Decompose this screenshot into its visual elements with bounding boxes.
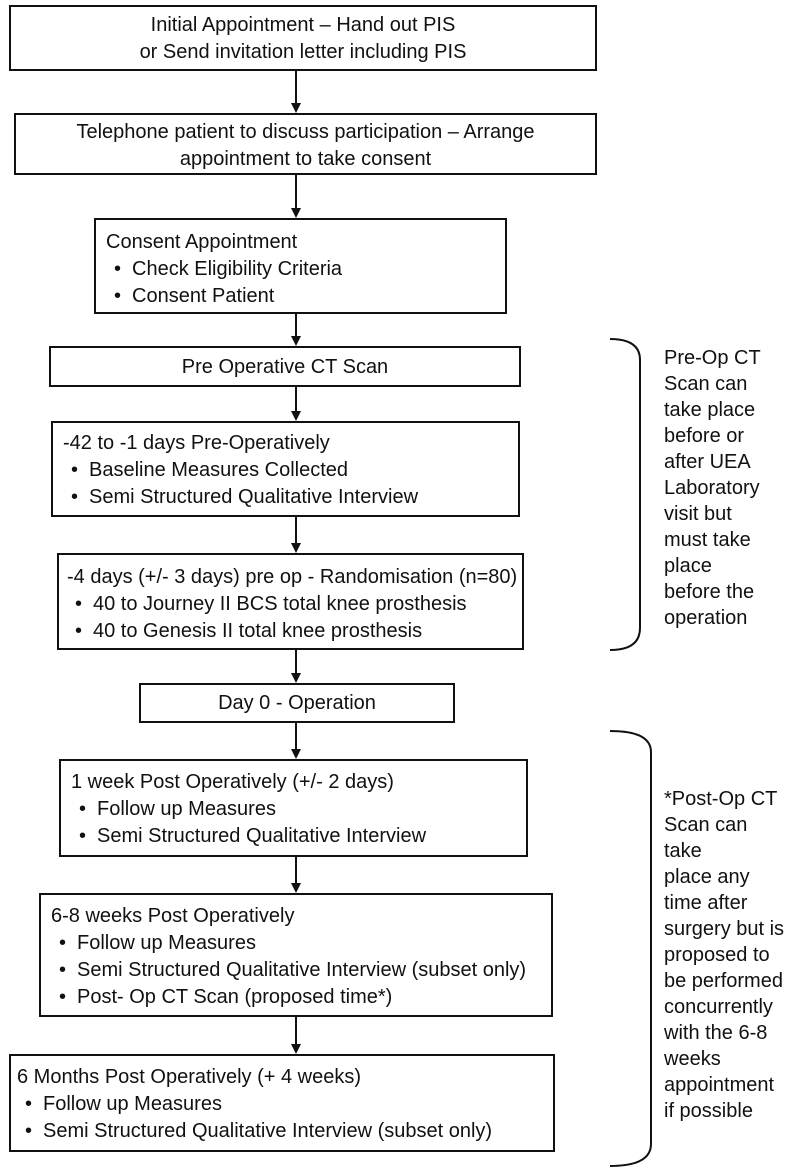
step-title: Pre Operative CT Scan <box>181 356 389 378</box>
step-title: Consent Appointment <box>106 231 298 253</box>
note-postop-ct: *Post-Op CT Scan can take place any time… <box>664 786 788 1124</box>
note-line: Scan can <box>664 373 748 395</box>
step-telephone-patient: Telephone patient to discuss participati… <box>14 113 597 175</box>
note-line: visit but <box>664 503 732 525</box>
note-line: time after <box>664 892 748 914</box>
note-line: before the <box>664 581 755 603</box>
note-line: Laboratory <box>664 477 760 499</box>
bullet-item: Follow up Measures <box>71 796 526 823</box>
step-title: -42 to -1 days Pre-Operatively <box>63 432 330 454</box>
note-line: appointment <box>664 1074 775 1096</box>
note-preop-ct: Pre-Op CT Scan can take place before or … <box>664 345 784 631</box>
step-title: 1 week Post Operatively (+/- 2 days) <box>71 771 394 793</box>
step-title: Day 0 - Operation <box>218 692 376 714</box>
step-one-week-post-op: 1 week Post Operatively (+/- 2 days) Fol… <box>59 759 528 857</box>
note-line: weeks <box>664 1048 721 1070</box>
note-line: *Post-Op CT <box>664 788 778 810</box>
note-line: concurrently <box>664 996 773 1018</box>
step-consent-appointment: Consent Appointment Check Eligibility Cr… <box>94 218 507 314</box>
bullet-item: Semi Structured Qualitative Interview (s… <box>17 1118 553 1145</box>
step-title: 6-8 weeks Post Operatively <box>51 905 295 927</box>
step-line: Initial Appointment – Hand out PIS <box>150 14 456 36</box>
bullet-item: 40 to Journey II BCS total knee prosthes… <box>67 591 522 618</box>
note-line: operation <box>664 607 748 629</box>
step-initial-appointment: Initial Appointment – Hand out PIS or Se… <box>9 5 597 71</box>
step-six-eight-weeks-post-op: 6-8 weeks Post Operatively Follow up Mea… <box>39 893 553 1017</box>
bullet-item: 40 to Genesis II total knee prosthesis <box>67 618 522 645</box>
bullet-item: Semi Structured Qualitative Interview <box>63 484 518 511</box>
note-line: after UEA <box>664 451 751 473</box>
note-line: place <box>664 555 712 577</box>
bracket-preop <box>609 338 641 651</box>
note-line: with the 6-8 <box>664 1022 768 1044</box>
bullet-item: Semi Structured Qualitative Interview <box>71 823 526 850</box>
step-line: Telephone patient to discuss participati… <box>76 121 535 143</box>
step-pre-operative-ct-scan: Pre Operative CT Scan <box>49 346 521 387</box>
bullet-item: Consent Patient <box>106 283 505 310</box>
bracket-postop <box>609 730 652 1167</box>
step-randomisation: -4 days (+/- 3 days) pre op - Randomisat… <box>57 553 524 650</box>
step-pre-operatively: -42 to -1 days Pre-Operatively Baseline … <box>51 421 520 517</box>
note-line: must take <box>664 529 751 551</box>
note-line: be performed <box>664 970 783 992</box>
bullet-item: Baseline Measures Collected <box>63 457 518 484</box>
step-title: 6 Months Post Operatively (+ 4 weeks) <box>17 1066 362 1088</box>
bullet-item: Follow up Measures <box>51 930 551 957</box>
bullet-item: Follow up Measures <box>17 1091 553 1118</box>
step-day0-operation: Day 0 - Operation <box>139 683 455 723</box>
step-title: -4 days (+/- 3 days) pre op - Randomisat… <box>67 566 518 588</box>
note-line: take place <box>664 399 756 421</box>
note-line: place any <box>664 866 750 888</box>
note-line: if possible <box>664 1100 753 1122</box>
step-line: appointment to take consent <box>179 148 432 170</box>
note-line: Pre-Op CT <box>664 347 761 369</box>
note-line: proposed to <box>664 944 770 966</box>
bullet-item: Semi Structured Qualitative Interview (s… <box>51 957 551 984</box>
bullet-item: Post- Op CT Scan (proposed time*) <box>51 984 551 1011</box>
bullet-item: Check Eligibility Criteria <box>106 256 505 283</box>
note-line: surgery but is <box>664 918 785 940</box>
note-line: Scan can take <box>664 814 748 862</box>
note-line: before or <box>664 425 745 447</box>
step-line: or Send invitation letter including PIS <box>139 41 467 63</box>
step-six-months-post-op: 6 Months Post Operatively (+ 4 weeks) Fo… <box>9 1054 555 1152</box>
